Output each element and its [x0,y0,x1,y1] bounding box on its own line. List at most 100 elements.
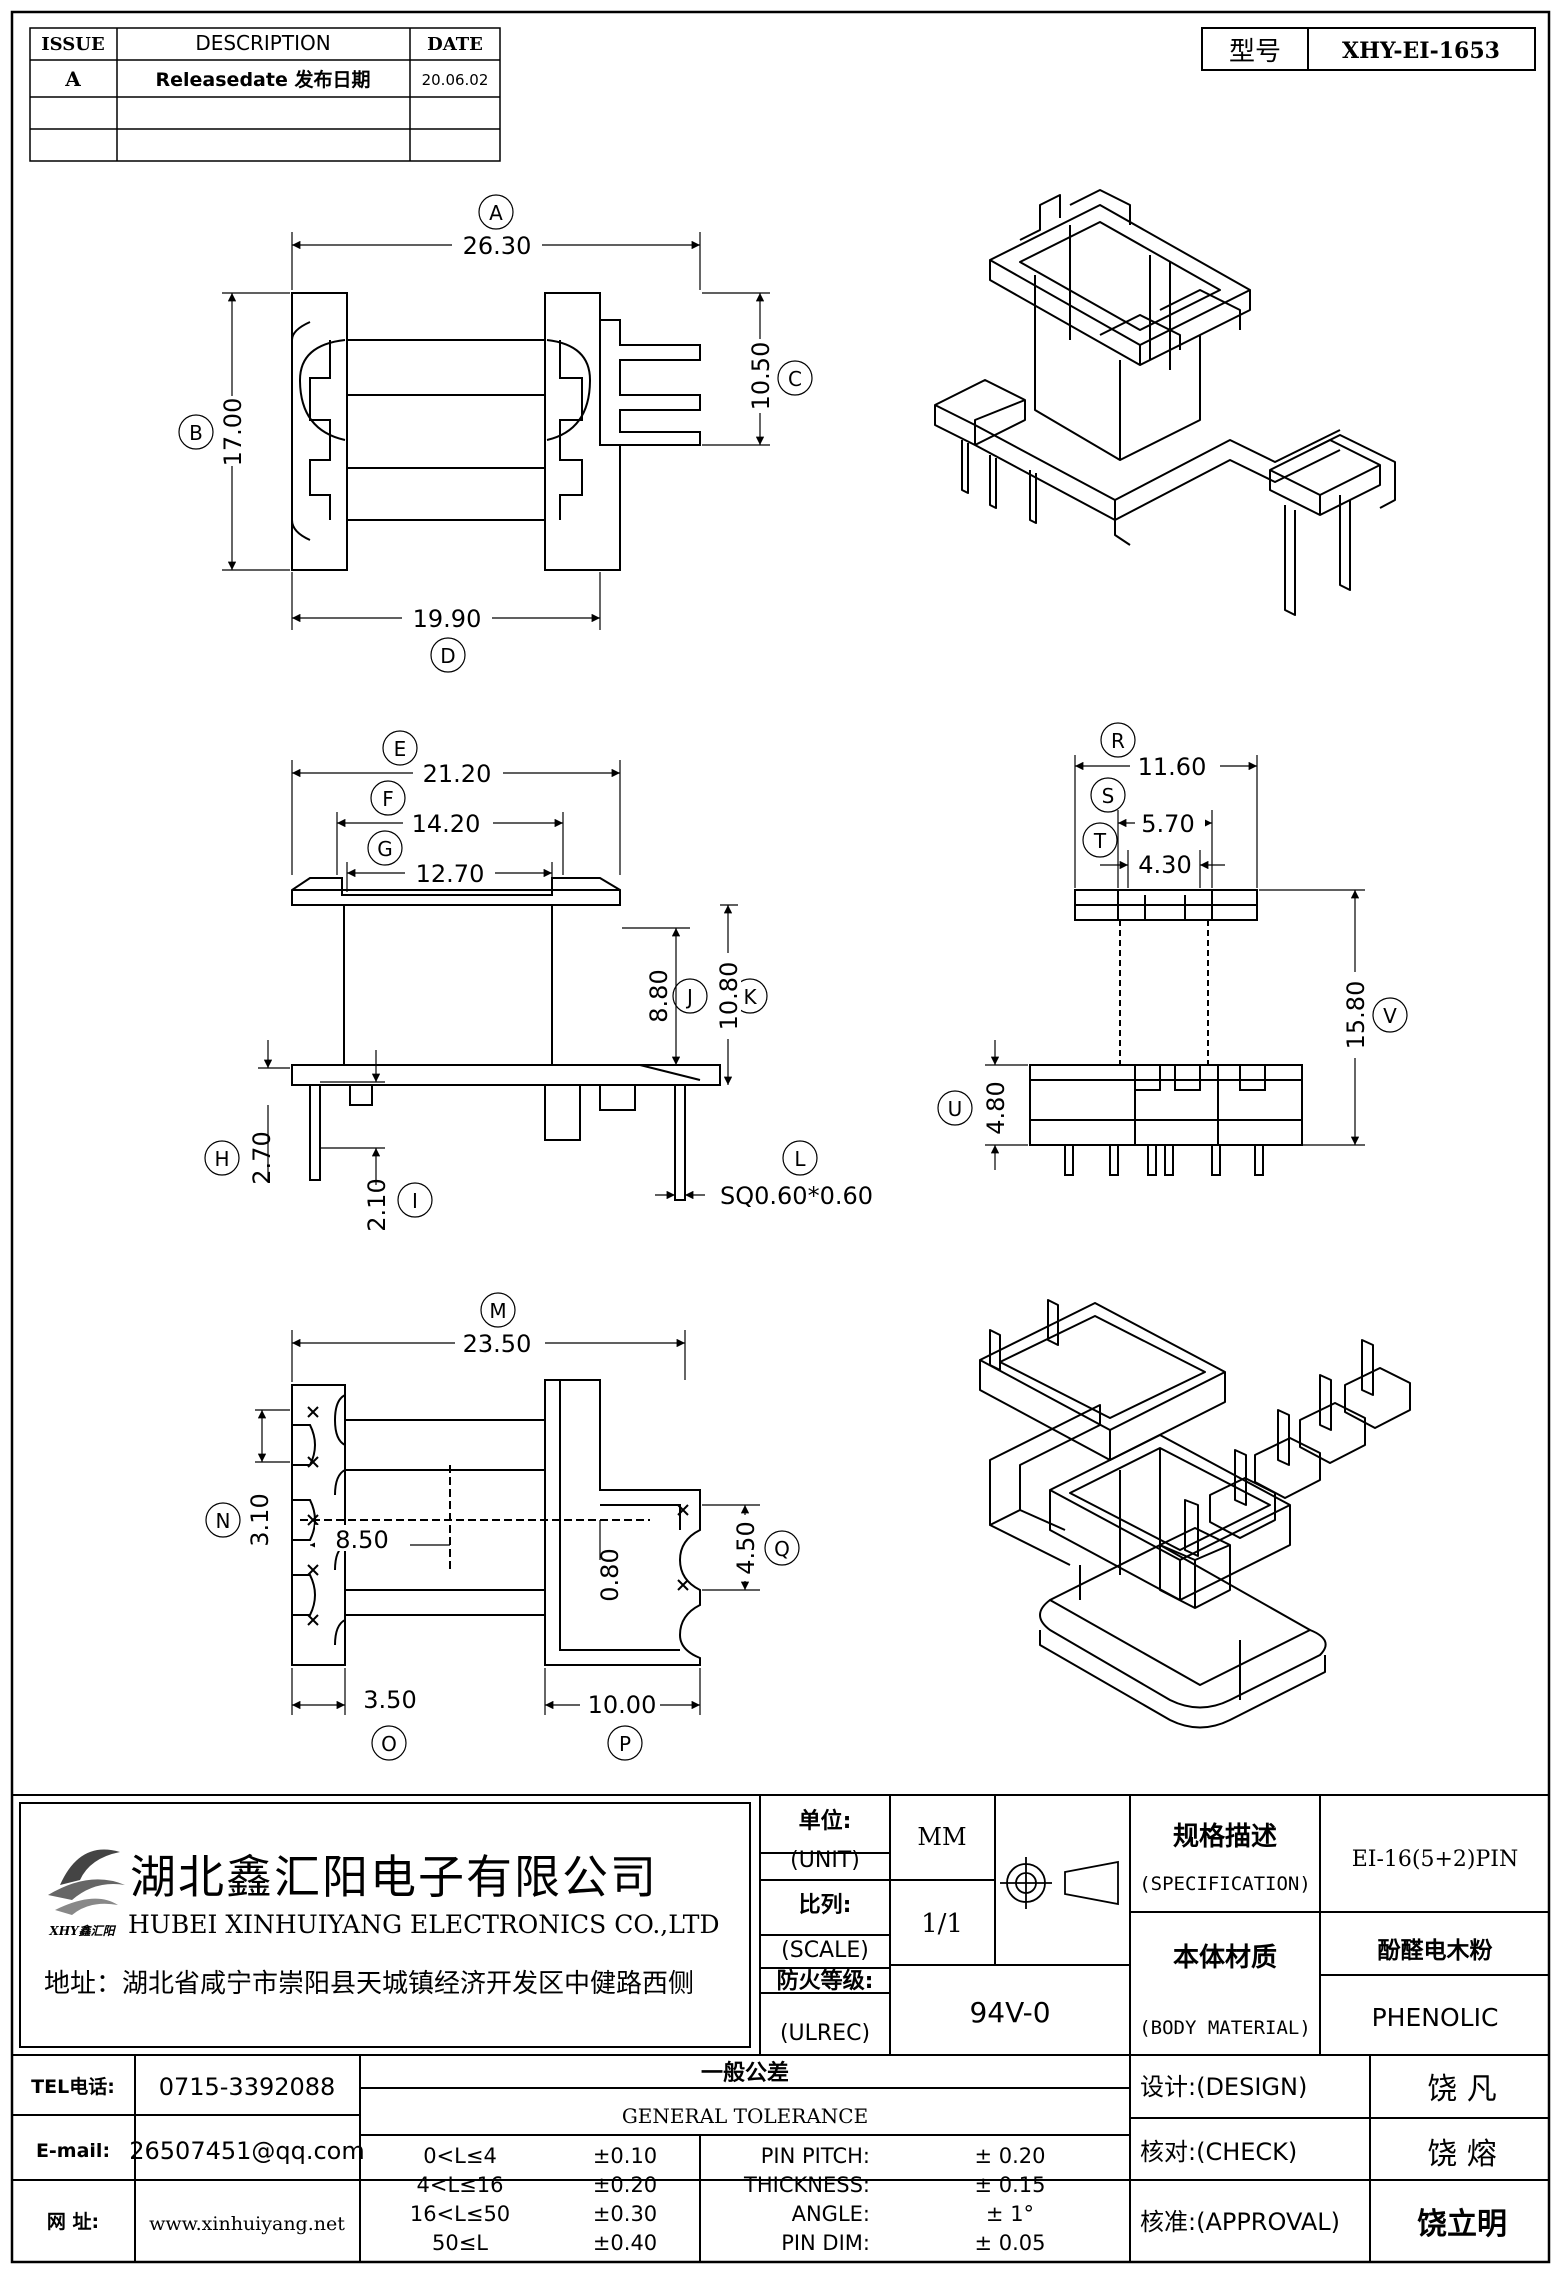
dim-t-letter: T [1093,829,1107,853]
approval-label: 核准:(APPROVAL) [1140,2208,1340,2236]
dim-g-letter: G [377,837,393,861]
front-view [291,877,721,1201]
email-label: E-mail: [36,2140,110,2162]
dim-b-value: 17.00 [219,398,247,467]
company-name-en: HUBEI XINHUIYANG ELECTRONICS CO.,LTD [128,1910,720,1939]
ulrec-label-en: (ULREC) [780,2021,870,2046]
revision-header-date: DATE [427,34,483,55]
tolerance-title-en: GENERAL TOLERANCE [622,2104,868,2128]
dim-v-value: 15.80 [1342,981,1370,1050]
top-view-dims [178,194,813,673]
top-view [291,292,701,571]
dim-o-letter: O [381,1732,397,1756]
web-label: 网 址: [47,2211,99,2233]
unit-value: MM [917,1823,966,1851]
check-name: 饶 熔 [1427,2137,1497,2172]
dim-n-value: 3.10 [246,1493,274,1546]
unit-label-en: (UNIT) [790,1848,860,1873]
tolerance-spec-value: ± 1° [986,2202,1034,2226]
tolerance-spec-value: ± 0.20 [974,2144,1045,2168]
dim-a-letter: A [489,201,503,225]
tolerance-spec-value: ± 0.05 [974,2231,1045,2255]
bottom-view [291,1379,701,1666]
material-label-en: (BODY MATERIAL) [1139,2017,1311,2039]
dim-d-value: 19.90 [413,605,482,633]
sheet-border [10,10,1551,2264]
scale-label-en: (SCALE) [781,1938,869,1963]
design-label: 设计:(DESIGN) [1140,2073,1307,2101]
dim-h-value: 2.70 [248,1131,276,1184]
dim-r-value: 11.60 [1138,753,1207,781]
tel-label: TEL电话: [31,2075,115,2098]
model-label: 型号 [1229,37,1281,67]
dim-q-value: 4.50 [732,1521,760,1574]
dim-c-letter: C [788,367,802,391]
tolerance-value: ±0.30 [593,2202,657,2226]
dim-m-letter: M [489,1299,506,1323]
bottom-view-dims [205,1292,800,1761]
email-value: 26507451@qq.com [129,2137,365,2165]
dim-q-letter: Q [774,1537,790,1561]
material-value-cn: 酚醛电木粉 [1378,1938,1493,1964]
dim-c-value: 10.50 [747,342,775,411]
tolerance-spec-name: PIN DIM: [781,2231,870,2255]
dim-s-value: 5.70 [1141,810,1194,838]
spec-value: EI-16(5+2)PIN [1352,1847,1519,1872]
tel-value: 0715-3392088 [159,2073,336,2101]
dim-k-value: 10.80 [715,962,743,1031]
company-logo: XHY鑫汇阳 [48,1849,125,1938]
title-block-frame [12,1794,1549,2262]
ulrec-value: 94V-0 [969,1996,1050,2029]
unit-label-cn: 单位: [799,1808,852,1834]
bottom-view-pin-marks [307,1406,689,1626]
dim-h-letter: H [214,1147,229,1171]
material-label-cn: 本体材质 [1173,1943,1277,1973]
approval-name: 饶立明 [1417,2207,1507,2242]
tolerance-range: 16<L≤50 [410,2202,510,2226]
dim-g-value: 12.70 [416,860,485,888]
model-value: XHY-EI-1653 [1342,38,1500,64]
check-label: 核对:(CHECK) [1140,2138,1297,2166]
tolerance-value: ±0.40 [593,2231,657,2255]
model-box [1201,27,1536,71]
dim-slot-value: 0.80 [596,1548,624,1601]
dim-r-letter: R [1111,729,1125,753]
web-value: www.xinhuiyang.net [149,2213,345,2235]
tolerance-rows: 0<L≤4±0.104<L≤16±0.2016<L≤50±0.3050≤L±0.… [410,2144,1046,2255]
dim-u-value: 4.80 [982,1081,1010,1134]
dim-k-letter: K [743,985,757,1009]
dim-f-letter: F [382,787,394,811]
dim-p-letter: P [619,1732,631,1756]
dim-t-value: 4.30 [1138,851,1191,879]
dim-l-value: SQ0.60*0.60 [720,1182,873,1210]
tolerance-spec-name: THICKNESS: [743,2173,870,2197]
design-name: 饶 凡 [1427,2072,1497,2107]
dim-i-letter: I [412,1189,418,1213]
dim-f-value: 14.20 [412,810,481,838]
company-address: 地址：湖北省咸宁市崇阳县天城镇经济开发区中健路西侧 [44,1969,694,1999]
tolerance-spec-value: ± 0.15 [974,2173,1045,2197]
dim-b-letter: B [189,421,203,445]
logo-text: XHY鑫汇阳 [48,1924,116,1938]
dim-o-value: 3.50 [363,1686,416,1714]
tolerance-value: ±0.20 [593,2173,657,2197]
dim-pin-offset-value: 8.50 [335,1526,388,1554]
dim-j-value: 8.80 [645,969,673,1022]
dim-d-letter: D [440,644,455,668]
dim-l-letter: L [794,1147,806,1171]
tolerance-title-cn: 一般公差 [701,2060,789,2086]
projection-symbol-icon [1000,1857,1119,1909]
ulrec-label-cn: 防火等级: [777,1968,874,1994]
revision-row-description: Releasedate 发布日期 [156,68,371,91]
dim-j-letter: J [685,985,693,1009]
dim-p-value: 10.00 [588,1691,657,1719]
isometric-view-top [934,189,1396,616]
spec-label-cn: 规格描述 [1173,1821,1277,1852]
tolerance-range: 4<L≤16 [417,2173,504,2197]
side-view [1029,889,1303,1176]
dim-n-letter: N [216,1509,231,1533]
scale-value: 1/1 [921,1909,963,1939]
dim-e-letter: E [394,737,407,761]
dim-u-letter: U [948,1097,963,1121]
